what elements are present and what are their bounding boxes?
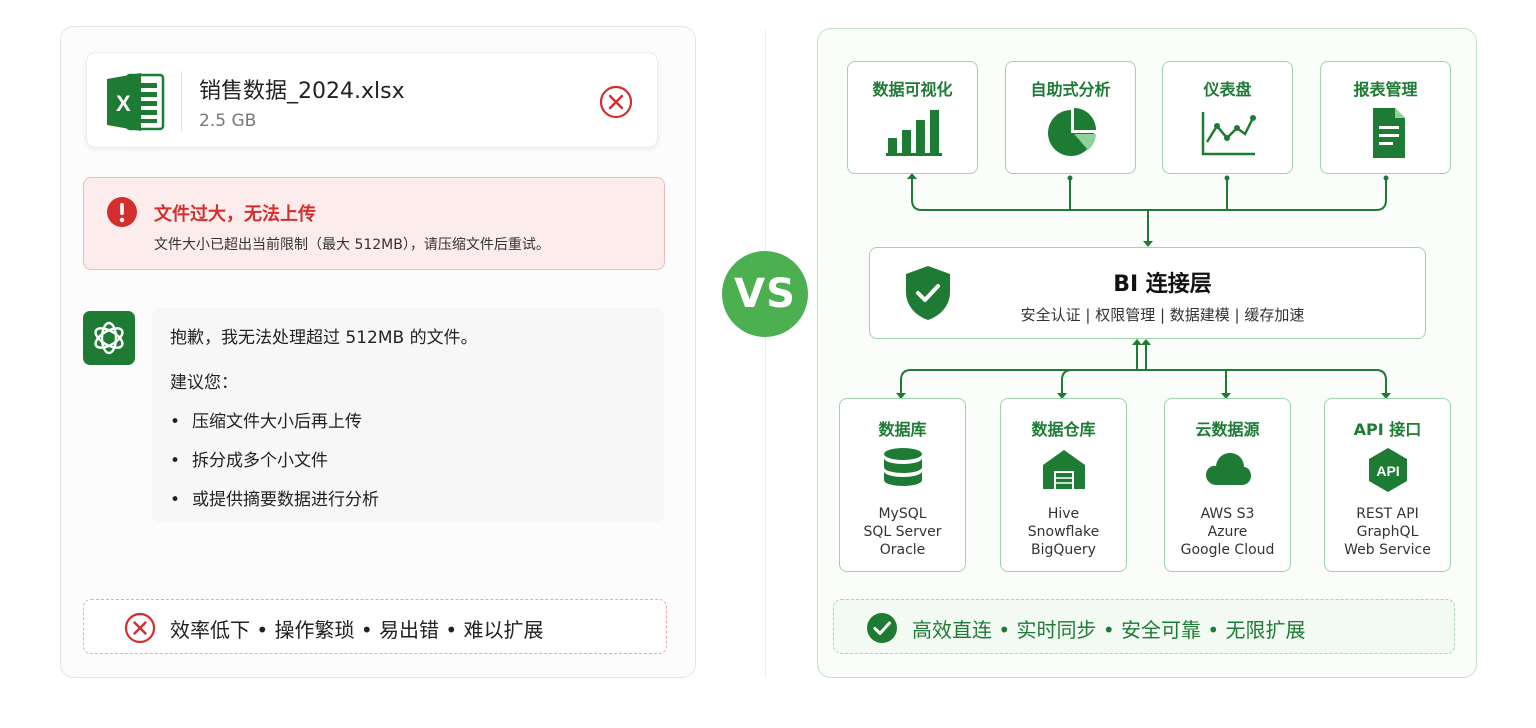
list-item: Azure	[1207, 524, 1248, 540]
card-title: API 接口	[1353, 420, 1422, 439]
list-item: Web Service	[1344, 542, 1431, 558]
bi-connection-layer: BI 连接层 安全认证 | 权限管理 | 数据建模 | 缓存加速	[869, 247, 1426, 339]
source-database: 数据库 MySQL SQL Server Oracle	[839, 398, 966, 572]
svg-text:X: X	[116, 91, 131, 116]
file-size: 2.5 GB	[199, 111, 257, 131]
list-item: AWS S3	[1200, 506, 1255, 522]
error-x-icon	[124, 612, 156, 644]
database-icon	[884, 448, 922, 486]
list-item: MySQL	[878, 506, 927, 522]
card-title: 数据仓库	[1031, 420, 1096, 439]
list-item: •压缩文件大小后再上传	[170, 412, 362, 432]
line-chart-icon	[1201, 112, 1256, 156]
bi-title: BI 连接层	[1113, 272, 1212, 297]
list-item: Google Cloud	[1180, 542, 1275, 558]
file-card: X 销售数据_2024.xlsx 2.5 GB	[86, 52, 658, 148]
list-item: •或提供摘要数据进行分析	[170, 490, 379, 510]
vs-badge: VS	[722, 251, 808, 337]
center-divider	[765, 30, 766, 678]
card-title: 自助式分析	[1030, 80, 1111, 99]
source-data-warehouse: 数据仓库 Hive Snowflake BigQuery	[1000, 398, 1127, 572]
bar-chart-icon	[886, 110, 942, 156]
chatgpt-icon	[83, 311, 135, 365]
report-icon	[1373, 108, 1405, 158]
bi-subtitle: 安全认证 | 权限管理 | 数据建模 | 缓存加速	[1020, 306, 1305, 324]
benefits-text: 高效直连 • 实时同步 • 安全可靠 • 无限扩展	[912, 618, 1306, 642]
list-item: Snowflake	[1027, 524, 1100, 540]
source-items: MySQL SQL Server Oracle	[840, 505, 965, 559]
check-circle-icon	[867, 613, 897, 643]
alert-icon	[107, 197, 137, 227]
card-title: 云数据源	[1195, 420, 1260, 439]
message-line: 建议您：	[170, 373, 238, 393]
source-api: API 接口 API REST API GraphQL Web Service	[1324, 398, 1451, 572]
source-items: AWS S3 Azure Google Cloud	[1165, 505, 1290, 559]
error-alert: 文件过大，无法上传 文件大小已超出当前限制（最大 512MB），请压缩文件后重试…	[83, 177, 665, 270]
benefits-bar: 高效直连 • 实时同步 • 安全可靠 • 无限扩展	[833, 599, 1455, 654]
error-title: 文件过大，无法上传	[154, 204, 316, 225]
card-title: 数据库	[878, 420, 927, 439]
card-data-visualization: 数据可视化	[847, 61, 978, 174]
card-report-management: 报表管理	[1320, 61, 1451, 174]
list-item: Hive	[1047, 506, 1080, 522]
error-description: 文件大小已超出当前限制（最大 512MB），请压缩文件后重试。	[154, 237, 550, 253]
close-icon[interactable]	[599, 85, 633, 119]
list-item: Oracle	[879, 542, 926, 558]
card-dashboard: 仪表盘	[1162, 61, 1293, 174]
file-separator	[181, 71, 182, 131]
assistant-message: 抱歉，我无法处理超过 512MB 的文件。 建议您： •压缩文件大小后再上传 •…	[152, 308, 664, 522]
drawbacks-text: 效率低下 • 操作繁琐 • 易出错 • 难以扩展	[170, 618, 544, 642]
list-item: REST API	[1356, 506, 1419, 522]
list-item: GraphQL	[1356, 524, 1419, 540]
card-title: 数据可视化	[872, 80, 953, 99]
message-line: 抱歉，我无法处理超过 512MB 的文件。	[170, 328, 478, 348]
api-icon: API	[1369, 448, 1407, 492]
shield-icon	[906, 266, 950, 320]
pie-chart-icon	[1048, 108, 1096, 156]
source-items: REST API GraphQL Web Service	[1325, 505, 1450, 559]
cloud-icon	[1206, 453, 1251, 485]
warehouse-icon	[1043, 450, 1085, 489]
list-item: BigQuery	[1031, 542, 1096, 558]
excel-icon: X	[107, 73, 165, 131]
file-name: 销售数据_2024.xlsx	[199, 79, 405, 104]
list-item: SQL Server	[863, 524, 942, 540]
card-title: 报表管理	[1353, 80, 1418, 99]
card-title: 仪表盘	[1203, 80, 1252, 99]
drawbacks-bar: 效率低下 • 操作繁琐 • 易出错 • 难以扩展	[83, 599, 667, 654]
api-badge-text: API	[1376, 463, 1399, 479]
list-item: •拆分成多个小文件	[170, 451, 328, 471]
card-self-service-analysis: 自助式分析	[1005, 61, 1136, 174]
source-items: Hive Snowflake BigQuery	[1001, 505, 1126, 559]
source-cloud: 云数据源 AWS S3 Azure Google Cloud	[1164, 398, 1291, 572]
